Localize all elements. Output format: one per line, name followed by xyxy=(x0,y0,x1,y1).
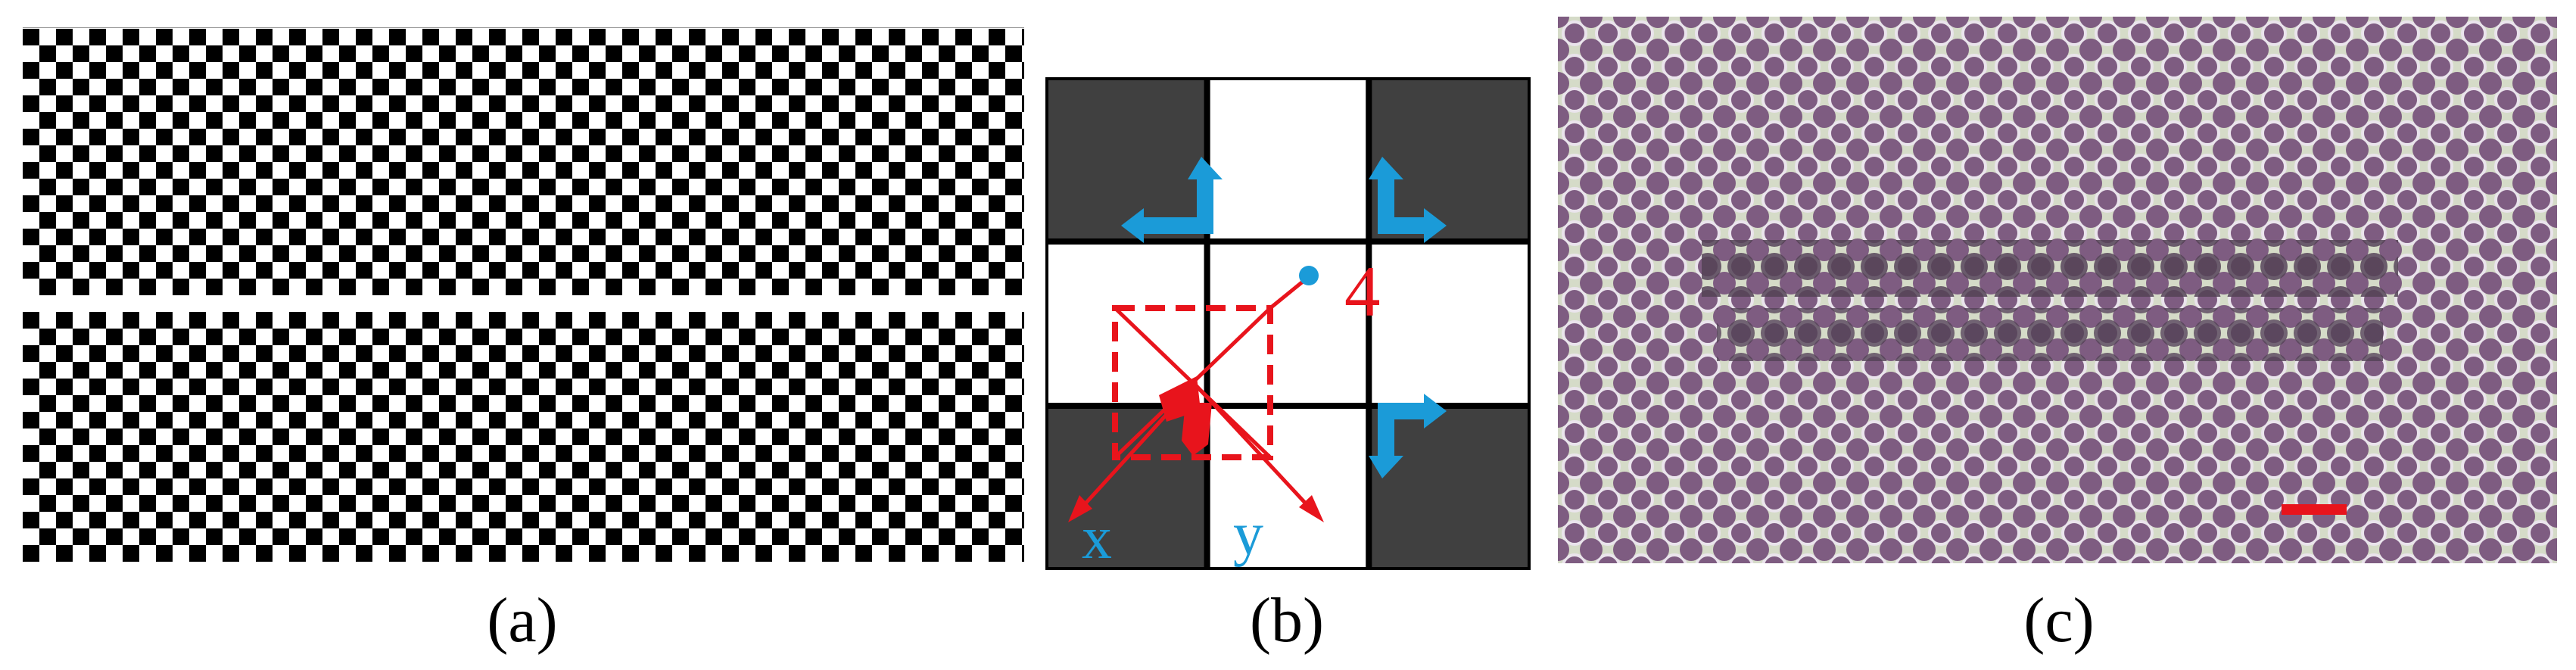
checkerboard-panel xyxy=(23,27,1024,578)
marker-dot xyxy=(1299,266,1319,285)
unit-cell-schematic: 4 x y xyxy=(1045,77,1531,570)
label-four: 4 xyxy=(1344,251,1381,332)
micrograph-panel xyxy=(1558,17,2557,563)
defect-row-top xyxy=(1702,240,2398,297)
defect-row-bottom xyxy=(1717,308,2383,361)
micrograph-image xyxy=(1558,17,2557,563)
label-x: x xyxy=(1082,505,1112,570)
checkerboard-pattern xyxy=(23,27,1024,562)
unit-cell-grid xyxy=(1045,77,1531,570)
rotation-arrow-icon xyxy=(1121,157,1447,478)
caption-c: (c) xyxy=(2023,585,2095,656)
caption-a: (a) xyxy=(487,585,558,656)
scale-bar-icon xyxy=(2282,504,2347,515)
displacement-arrowheads xyxy=(1068,376,1324,522)
unit-cell-svg: 4 x y xyxy=(1045,77,1531,570)
label-y: y xyxy=(1233,501,1263,568)
caption-b: (b) xyxy=(1250,585,1324,656)
